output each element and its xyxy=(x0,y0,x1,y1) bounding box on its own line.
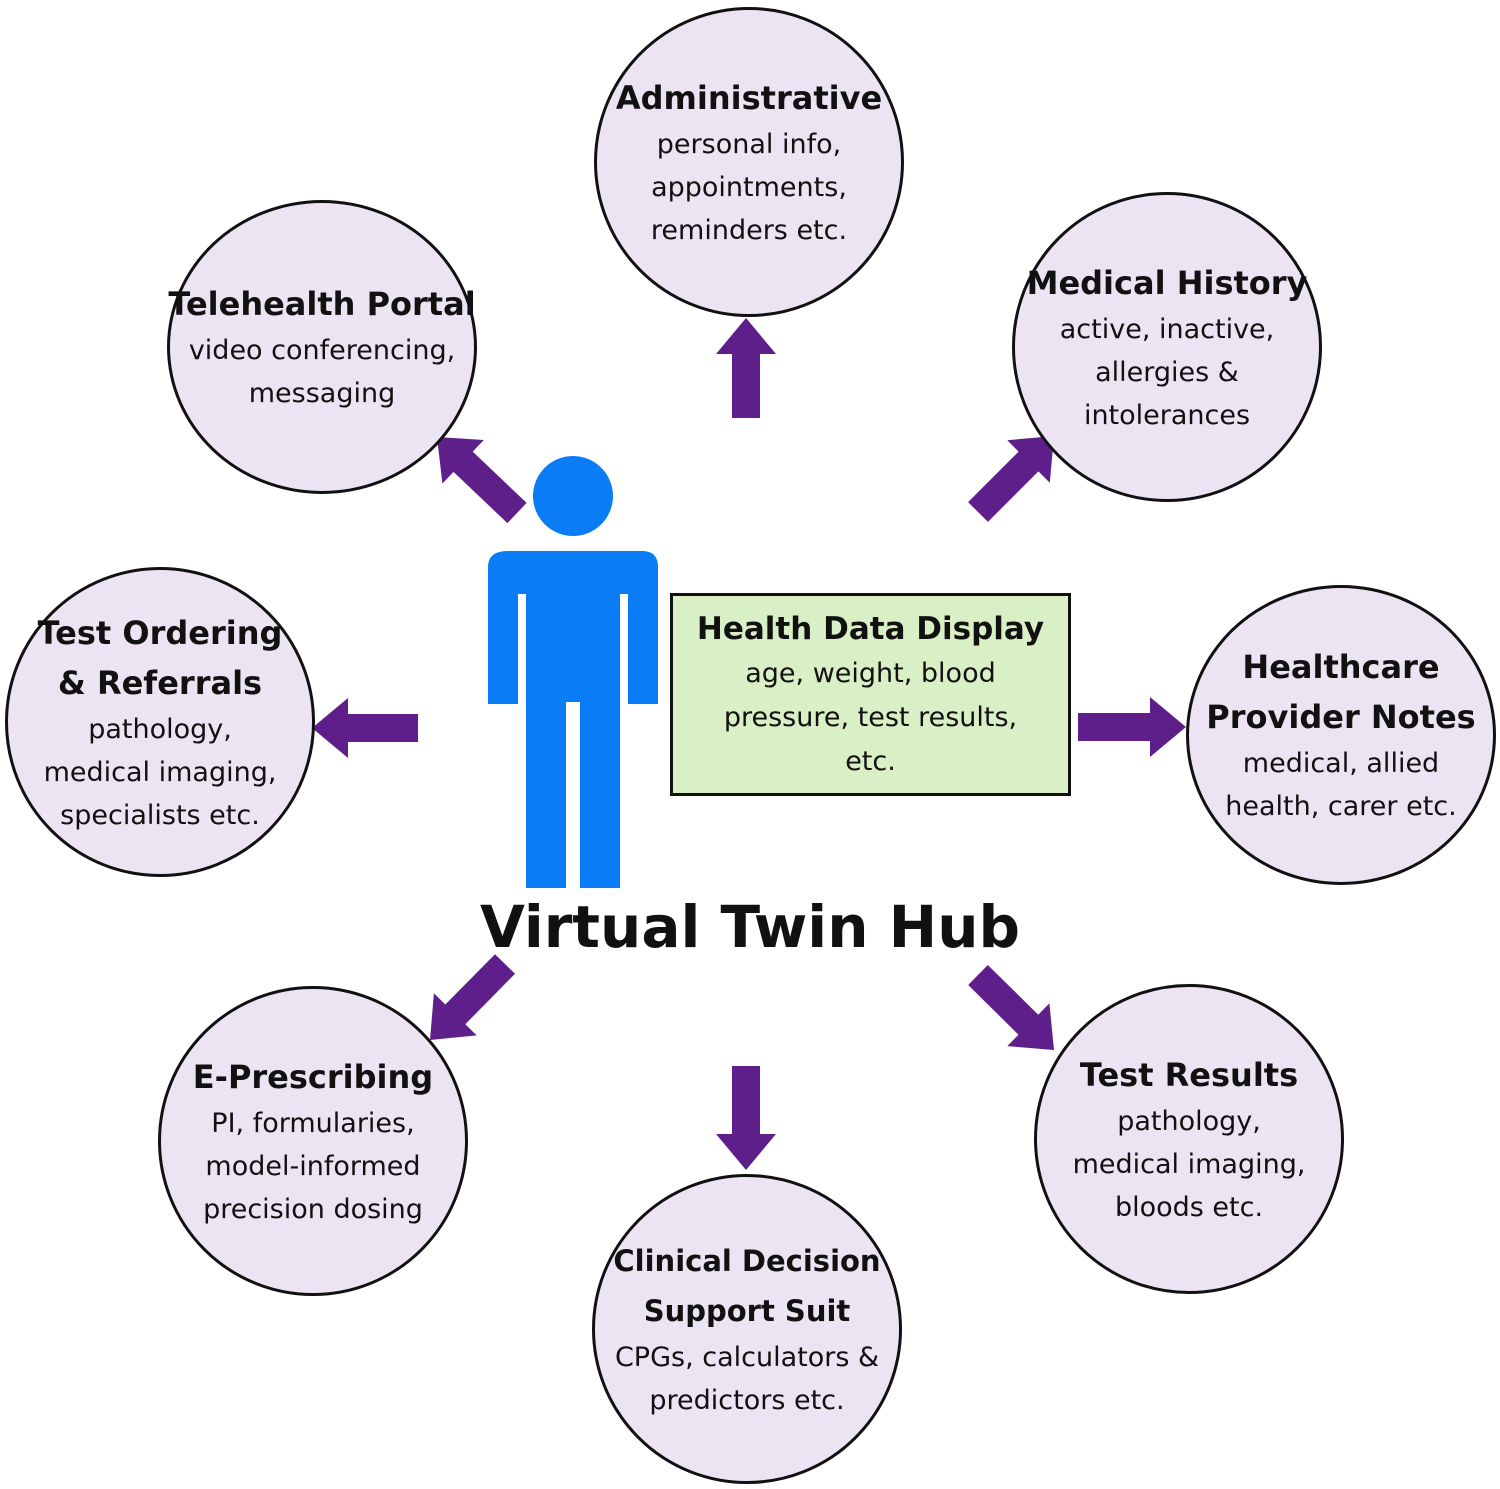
node-title: E-Prescribing xyxy=(192,1057,434,1096)
arrow-icon xyxy=(1078,697,1186,757)
node-description: allergies & xyxy=(1095,356,1239,388)
node-description: precision dosing xyxy=(203,1193,423,1225)
arrow-icon xyxy=(968,436,1054,522)
node-description: model-informed xyxy=(205,1150,421,1182)
node-title: Provider Notes xyxy=(1206,698,1476,736)
node-title: Telehealth Portal xyxy=(168,285,476,323)
arrow-icon xyxy=(716,318,776,418)
info-box-title: Health Data Display xyxy=(696,610,1045,647)
node-title: Medical History xyxy=(1026,263,1308,302)
node-description: appointments, xyxy=(651,171,847,203)
node-description: medical imaging, xyxy=(1072,1148,1306,1180)
node-description: CPGs, calculators & xyxy=(614,1342,880,1373)
node-description: specialists etc. xyxy=(60,799,260,831)
node-description: bloods etc. xyxy=(1114,1191,1264,1223)
node-description: PI, formularies, xyxy=(211,1107,415,1139)
arrow-icon xyxy=(430,954,515,1040)
node-title: & Referrals xyxy=(57,663,263,702)
info-box-line: etc. xyxy=(845,745,896,777)
node-title: Test Results xyxy=(1079,1055,1299,1094)
node-clinical-decision-support: Clinical Decision Support Suit CPGs, cal… xyxy=(592,1174,902,1484)
arrow-icon xyxy=(312,698,418,758)
node-title: Support Suit xyxy=(643,1294,851,1328)
node-description: pathology, xyxy=(1117,1105,1261,1137)
person-icon xyxy=(488,456,658,888)
node-description: health, carer etc. xyxy=(1225,791,1457,822)
node-description: video conferencing, xyxy=(188,335,456,366)
node-medical-history: Medical History active, inactive, allerg… xyxy=(1012,192,1322,502)
info-box-line: pressure, test results, xyxy=(723,701,1018,733)
node-description: intolerances xyxy=(1083,399,1251,431)
node-title: Test Ordering xyxy=(37,613,283,652)
node-title: Healthcare xyxy=(1242,648,1440,686)
node-title: Clinical Decision xyxy=(613,1244,881,1278)
node-telehealth-portal: Telehealth Portal video conferencing, me… xyxy=(167,200,477,494)
arrow-icon xyxy=(437,437,527,524)
health-data-display-box: Health Data Display age, weight, blood p… xyxy=(670,593,1071,796)
node-title: Administrative xyxy=(615,78,883,117)
info-box-line: age, weight, blood xyxy=(745,657,996,689)
node-description: predictors etc. xyxy=(649,1385,845,1416)
arrow-icon xyxy=(716,1066,776,1170)
node-healthcare-provider-notes: Healthcare Provider Notes medical, allie… xyxy=(1186,585,1496,885)
node-test-results: Test Results pathology, medical imaging,… xyxy=(1034,984,1344,1294)
node-description: medical, allied xyxy=(1242,748,1440,779)
node-description: messaging xyxy=(248,378,396,409)
node-e-prescribing: E-Prescribing PI, formularies, model-inf… xyxy=(158,986,468,1296)
node-description: reminders etc. xyxy=(650,214,848,246)
arrow-icon xyxy=(968,965,1054,1050)
node-description: pathology, xyxy=(88,713,232,745)
node-description: personal info, xyxy=(656,128,842,160)
node-administrative: Administrative personal info, appointmen… xyxy=(594,7,904,317)
node-test-ordering-referrals: Test Ordering & Referrals pathology, med… xyxy=(5,567,315,877)
node-description: active, inactive, xyxy=(1059,313,1275,345)
node-description: medical imaging, xyxy=(43,756,277,788)
hub-title: Virtual Twin Hub xyxy=(479,893,1021,961)
